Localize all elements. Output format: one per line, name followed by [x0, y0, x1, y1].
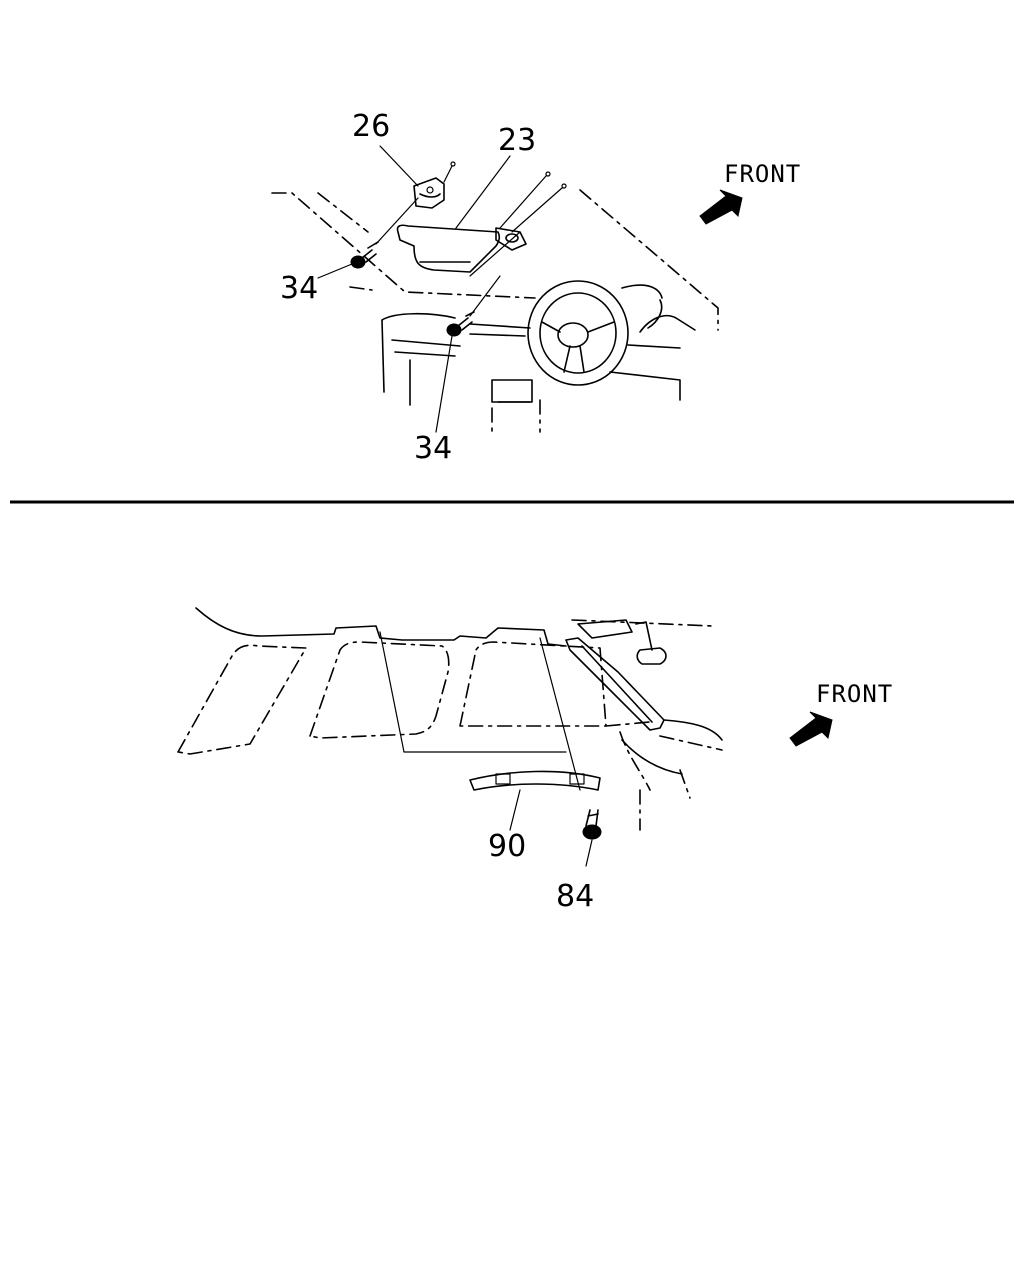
front-arrow-upper — [699, 189, 743, 225]
front-pillar — [565, 637, 723, 831]
label-part-34-left: 34 — [280, 271, 318, 306]
lower-view: 90 84 FRONT — [177, 607, 893, 914]
upper-view: 26 23 34 34 FRONT — [271, 109, 801, 466]
assist-grip — [379, 631, 601, 791]
screw-84 — [582, 809, 602, 867]
sun-visor — [396, 171, 567, 277]
dashboard — [381, 284, 696, 433]
screw-34-lower — [446, 275, 501, 337]
rearview-mirror — [577, 619, 667, 665]
lower-leader-lines — [509, 789, 521, 831]
upper-body-outline — [271, 189, 719, 331]
visor-holder — [413, 161, 456, 209]
roof-outline — [195, 607, 713, 647]
label-part-90: 90 — [488, 829, 526, 864]
front-arrow-lower — [789, 711, 833, 747]
steering-wheel — [527, 280, 629, 386]
label-part-34-lower: 34 — [414, 431, 452, 466]
upper-leader-lines — [317, 145, 511, 433]
front-label-lower: FRONT — [816, 680, 893, 708]
label-part-23: 23 — [498, 123, 536, 158]
screw-34-left — [350, 197, 419, 269]
label-part-26: 26 — [352, 109, 390, 144]
front-label-upper: FRONT — [724, 160, 801, 188]
label-part-84: 84 — [556, 879, 594, 914]
